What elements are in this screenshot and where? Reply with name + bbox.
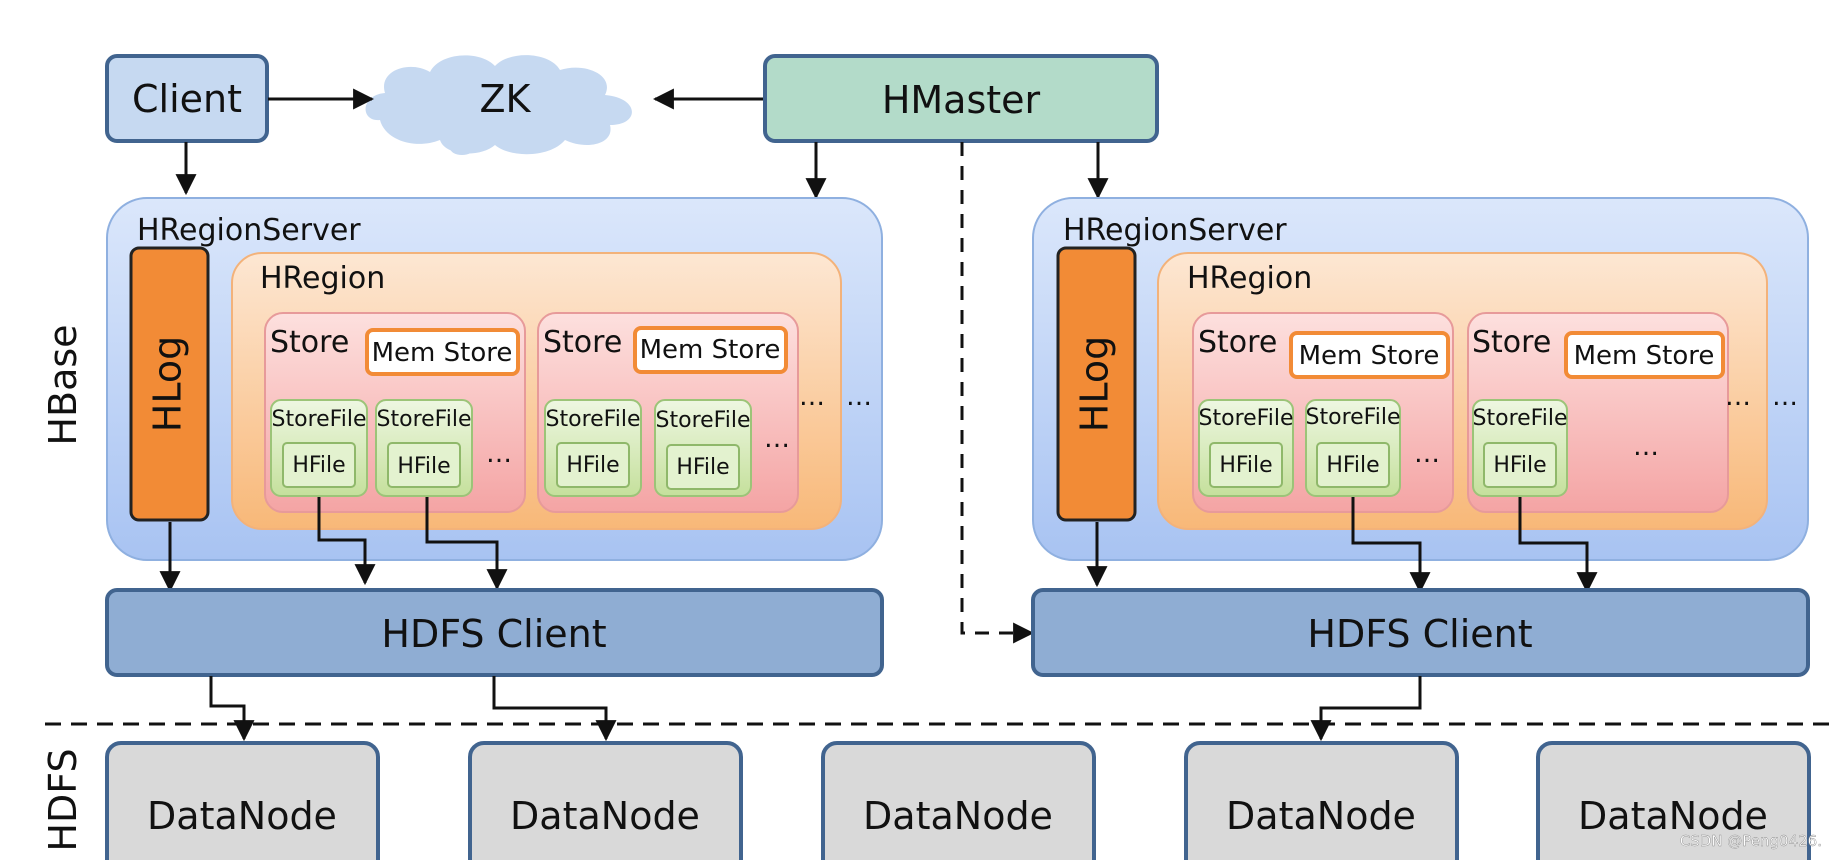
left-store-2-hfile-1: [556, 442, 630, 488]
datanode-4: DataNode: [1184, 741, 1459, 860]
left-region-ellipsis: …: [799, 382, 825, 412]
right-store-1-hfile-2: [1316, 442, 1390, 488]
right-store-1-hfile-2-label: HFile: [1326, 453, 1379, 478]
left-hlog-label: HLog: [146, 336, 190, 432]
left-store-2-title: Store: [543, 325, 622, 360]
left-store-1-hfile-1: [282, 442, 356, 488]
left-store-2-memstore: [633, 326, 788, 374]
right-store-1-memstore: [1289, 331, 1450, 379]
left-hdfs-to-datanode-1-arrow: [209, 676, 255, 742]
left-store-1-hfile-2: [387, 442, 461, 488]
datanode-4-label: DataNode: [1226, 794, 1416, 838]
right-store-2-ellipsis: …: [1633, 432, 1659, 462]
right-hregion: HRegion Store Mem Store StoreFile HFile …: [1157, 252, 1768, 530]
left-store-1-storefile-2-label: StoreFile: [377, 407, 472, 432]
right-store-1-memstore-label: Mem Store: [1299, 341, 1440, 371]
watermark: CSDN @Peng0426.: [1680, 832, 1822, 850]
left-store-1-storefile-1-label: StoreFile: [272, 407, 367, 432]
right-server-ellipsis: …: [1772, 382, 1798, 412]
zookeeper-cloud: ZK: [365, 55, 632, 155]
left-store-2-hfile-1-label: HFile: [566, 453, 619, 478]
right-store-1: Store Mem Store StoreFile HFile StoreFil…: [1192, 312, 1454, 513]
left-server-title: HRegionServer: [137, 213, 361, 248]
left-store-2-ellipsis: …: [764, 424, 790, 454]
right-hlog: HLog: [1056, 246, 1137, 522]
right-region-ellipsis: …: [1725, 382, 1751, 412]
right-hdfs-client-label: HDFS Client: [1307, 612, 1532, 656]
right-store-2-memstore: [1564, 331, 1725, 379]
left-store-2-memstore-label: Mem Store: [640, 335, 781, 365]
right-server-title: HRegionServer: [1063, 213, 1287, 248]
right-store-1-hfile-1: [1209, 442, 1283, 488]
right-store-1-storefile-2-label: StoreFile: [1306, 405, 1401, 430]
right-hdfs-to-datanode-4-arrow: [1310, 676, 1422, 742]
right-store-2-title: Store: [1472, 325, 1551, 360]
right-region-title: HRegion: [1187, 261, 1312, 296]
datanode-5: DataNode: [1536, 741, 1811, 860]
left-hlog: HLog: [129, 246, 210, 522]
datanode-2: DataNode: [468, 741, 743, 860]
left-hregionserver: HRegionServer HLog HRegion Store Mem Sto…: [106, 197, 883, 561]
left-hdfs-client: HDFS Client: [105, 588, 884, 677]
hdfs-side-label: HDFS: [41, 748, 85, 851]
left-store-2-storefile-2-label: StoreFile: [656, 408, 751, 433]
left-store-2-hfile-2-label: HFile: [676, 455, 729, 480]
left-hdfs-client-label: HDFS Client: [381, 612, 606, 656]
left-hfile-1-to-hdfs-arrow: [317, 497, 376, 586]
right-store-1-hfile-1-label: HFile: [1219, 453, 1272, 478]
hmaster-to-hdfs-client-dashed-arrow: [960, 142, 1035, 644]
hmaster-box: HMaster: [763, 54, 1159, 143]
zk-label: ZK: [480, 77, 532, 121]
right-store-2-hfile-1: [1483, 442, 1557, 488]
datanode-2-label: DataNode: [510, 794, 700, 838]
right-store-2-memstore-label: Mem Store: [1574, 341, 1715, 371]
left-hregion: HRegion Store Mem Store StoreFile HFile …: [231, 252, 842, 530]
right-store-2: Store Mem Store StoreFile HFile …: [1467, 312, 1729, 513]
left-store-2-storefile-1-label: StoreFile: [546, 407, 641, 432]
right-store-1-ellipsis: …: [1414, 439, 1440, 469]
left-server-ellipsis: …: [846, 382, 872, 412]
datanode-1: DataNode: [105, 741, 380, 860]
right-store-2-hfile-1-label: HFile: [1493, 453, 1546, 478]
left-region-title: HRegion: [260, 261, 385, 296]
right-store-1-storefile-1-label: StoreFile: [1199, 406, 1294, 431]
left-store-1-memstore-label: Mem Store: [372, 338, 513, 368]
right-store-1-title: Store: [1198, 325, 1277, 360]
right-hlog-label: HLog: [1073, 336, 1117, 432]
left-store-2-hfile-2: [666, 444, 740, 490]
client-box: Client: [105, 54, 269, 143]
right-store-2-storefile-1-label: StoreFile: [1473, 406, 1568, 431]
left-store-1-ellipsis: …: [486, 439, 512, 469]
right-hfile-2-to-hdfs-arrow: [1518, 497, 1598, 594]
right-hfile-1-to-hdfs-arrow: [1351, 497, 1431, 594]
right-hdfs-client: HDFS Client: [1031, 588, 1810, 677]
left-store-1-hfile-2-label: HFile: [397, 454, 450, 479]
datanode-3: DataNode: [821, 741, 1096, 860]
hbase-side-label: HBase: [41, 324, 85, 445]
left-store-1: Store Mem Store StoreFile HFile StoreFil…: [264, 312, 526, 513]
left-store-1-title: Store: [270, 325, 349, 360]
hmaster-label: HMaster: [882, 78, 1041, 122]
right-hregionserver: HRegionServer HLog HRegion Store Mem Sto…: [1032, 197, 1809, 561]
left-hdfs-to-datanode-2-arrow: [492, 676, 617, 742]
datanode-3-label: DataNode: [863, 794, 1053, 838]
left-hfile-2-to-hdfs-arrow: [425, 497, 508, 591]
datanode-5-label: DataNode: [1578, 794, 1768, 838]
left-store-2: Store Mem Store StoreFile HFile StoreFil…: [537, 312, 799, 513]
left-store-1-memstore: [365, 328, 520, 376]
datanode-1-label: DataNode: [147, 794, 337, 838]
client-label: Client: [132, 77, 242, 121]
left-store-1-hfile-1-label: HFile: [292, 453, 345, 478]
